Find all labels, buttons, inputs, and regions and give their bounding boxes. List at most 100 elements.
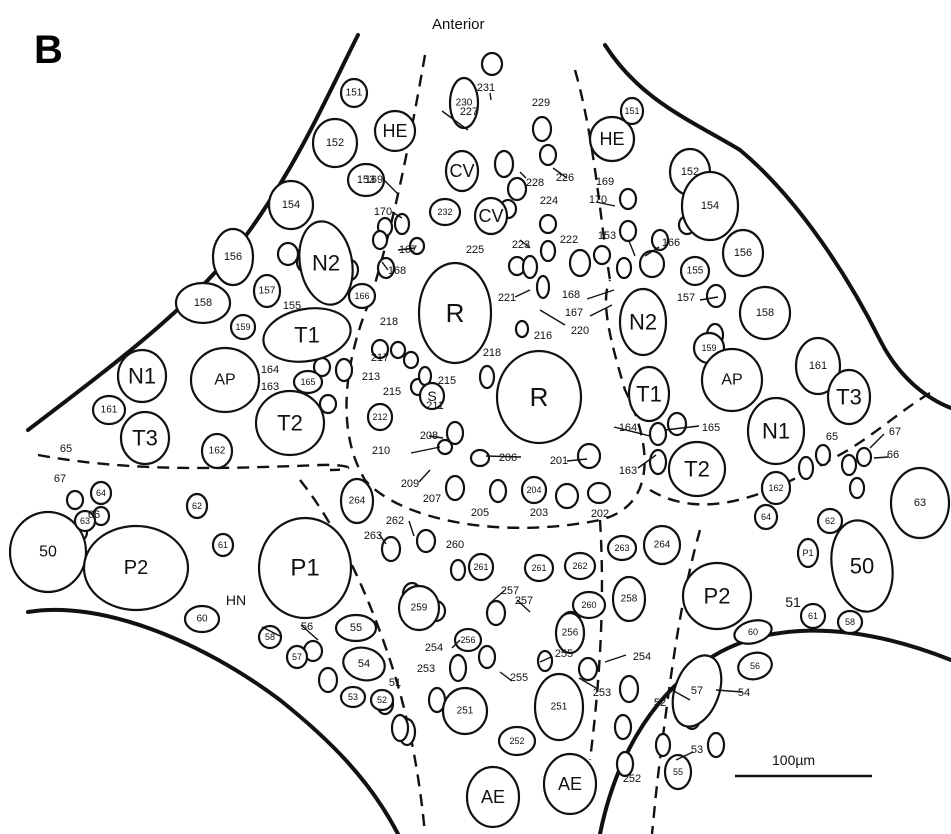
neuron-number-label: 157 [677, 292, 695, 304]
neuron-cell-label: 52 [377, 695, 387, 705]
neuron-number-label: 255 [555, 648, 573, 660]
neuron-cell-label: 53 [348, 692, 358, 702]
neuron-number-label: 218 [380, 316, 398, 328]
neuron-number-label: 221 [498, 292, 516, 304]
neuron-number-label: 165 [702, 422, 720, 434]
neuron-cell: 263 [608, 536, 636, 560]
neuron-cell-label: 61 [218, 540, 228, 550]
neuron-cell: 61 [801, 604, 825, 628]
neuron-cell-label: 261 [531, 563, 546, 573]
neuron-cell: 162 [202, 434, 232, 468]
neuron-cell-label: 252 [509, 736, 524, 746]
neuron-cell: 51 [785, 594, 801, 610]
neuron-number-label: 202 [591, 508, 609, 520]
neuron-number-label: 217 [371, 352, 389, 364]
neuron-number-label: 67 [889, 426, 901, 438]
neuron-cell-label: R [446, 298, 465, 328]
neuron-cell-label: HE [599, 129, 624, 149]
neuron-cell-label: 152 [326, 137, 344, 149]
neuron-cell: 261 [469, 554, 493, 580]
neuron-cell-label: 251 [457, 706, 474, 717]
ganglion-outline-bottom-left [28, 610, 398, 834]
neuron-cell: 55 [665, 755, 691, 789]
neuron-cell: 260 [573, 592, 605, 618]
neuron-cell: 154 [269, 181, 313, 229]
neuron-cell-small [541, 241, 555, 261]
neuron-number-label: 216 [534, 330, 552, 342]
neuron-cell: 61 [213, 534, 233, 556]
neuron-number-label: 225 [466, 244, 484, 256]
neuron-cell: 158 [740, 287, 790, 339]
leader-line [629, 241, 635, 256]
neuron-cell-label: T3 [132, 426, 158, 451]
neuron-cell-small [799, 457, 813, 479]
neuron-number-label: 205 [471, 507, 489, 519]
neuron-cell-label: 264 [654, 540, 671, 551]
neuron-cells: 50P2P1N1APT3T2T1N2RRSHECVCVAEAEHN1511521… [10, 53, 949, 827]
neuron-cell-label: 154 [282, 199, 300, 211]
neuron-cell-small [447, 422, 463, 444]
neuron-cell-label: P2 [704, 584, 731, 609]
neuron-cell-small [336, 359, 352, 381]
neuron-cell-small [538, 651, 552, 671]
neuron-cell-label: 57 [292, 652, 302, 662]
ganglion-outline-top-right [605, 45, 951, 408]
neuron-cell-small [446, 476, 464, 500]
neuron-cell-label: 55 [350, 622, 362, 634]
neuron-cell-small [471, 450, 489, 466]
neuron-cell-label: 232 [437, 207, 452, 217]
neuron-cell-small [450, 655, 466, 681]
neuron-cell-small [588, 483, 610, 503]
leader-line [870, 434, 884, 448]
neuron-cell: 154 [682, 172, 738, 240]
neuron-number-label: 260 [446, 539, 464, 551]
neuron-cell-small [656, 734, 670, 756]
neuron-cell-small [556, 484, 578, 508]
neuron-number-label: 215 [383, 386, 401, 398]
neuron-cell-small [857, 448, 871, 466]
neuron-cell: AP [702, 349, 762, 411]
neuron-cell: 157 [254, 275, 280, 307]
leader-line [411, 447, 440, 453]
neuron-cell: 54 [340, 643, 389, 685]
neuron-cell-small [850, 478, 864, 498]
neuron-cell: 251 [535, 674, 583, 740]
neuron-cell-label: AE [481, 787, 505, 807]
neuron-cell-small [319, 668, 337, 692]
neuron-cell-small [540, 145, 556, 165]
neuron-cell-small [417, 530, 435, 552]
neuron-cell: N1 [118, 350, 166, 402]
neuron-cell: T2 [669, 442, 725, 496]
neuron-cell: 64 [91, 482, 111, 504]
neuron-cell-label: 259 [411, 603, 428, 614]
neuron-cell-label: N2 [312, 251, 340, 276]
neuron-cell: R [419, 263, 491, 363]
neuron-cell: 156 [213, 229, 253, 285]
neuron-cell-small [490, 480, 506, 502]
neuron-cell: T1 [259, 302, 355, 368]
neuron-cell-small [578, 444, 600, 468]
leader-line [605, 655, 626, 662]
neuron-cell-small [523, 256, 537, 278]
neuron-cell: 56 [735, 649, 775, 683]
neuron-cell-label: 61 [808, 611, 818, 621]
neuron-cell: 62 [187, 494, 207, 518]
neuron-cell-small [540, 215, 556, 233]
neuron-cell-label: CV [478, 206, 503, 226]
neuron-number-label: 54 [738, 687, 750, 699]
neuron-cell-small [620, 221, 636, 241]
neuron-cell: 161 [93, 396, 125, 424]
neuron-cell-label: 204 [526, 485, 541, 495]
neuron-cell-label: 161 [809, 360, 827, 372]
neuron-cell-label: 155 [687, 266, 704, 277]
neuron-cell-label: 151 [346, 88, 363, 99]
neuron-cell: 204 [522, 477, 546, 503]
neuron-cell-label: 162 [209, 446, 226, 457]
neuron-cell-label: AP [214, 372, 235, 389]
neuron-cell: 256 [556, 613, 584, 653]
neuron-cell-label: HN [226, 592, 246, 608]
leader-line [486, 456, 521, 457]
neuron-cell-small [487, 601, 505, 625]
neuron-cell-small [615, 715, 631, 739]
